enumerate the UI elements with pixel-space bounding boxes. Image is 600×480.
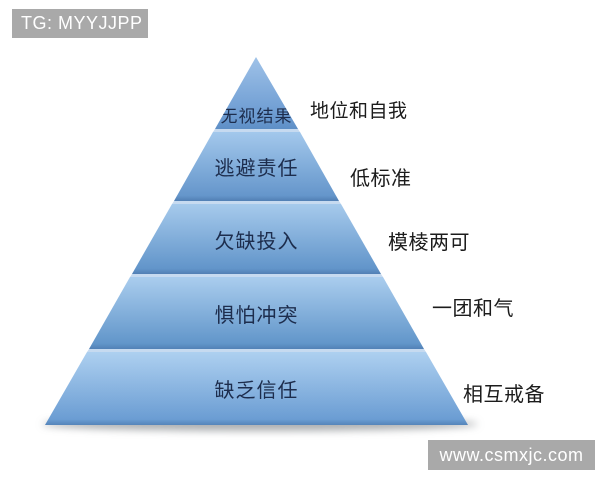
pyramid-level-4-label: 惧怕冲突 [214,304,299,327]
side-label-3: 模棱两可 [388,232,470,254]
pyramid-level-4: 惧怕冲突 [89,277,424,349]
pyramid: 无视结果 逃避责任 欠缺投入 惧怕冲突 缺乏信任 [45,57,468,425]
pyramid-level-5-label: 缺乏信任 [214,380,299,402]
tier-separator-4 [87,349,426,352]
pyramid-level-2-label: 逃避责任 [214,158,299,180]
pyramid-level-3-label: 欠缺投入 [214,230,299,253]
side-label-1: 地位和自我 [310,101,408,122]
tier-separator-3 [130,274,383,277]
side-label-5: 相互戒备 [463,384,545,406]
tier-separator-2 [172,201,341,204]
watermark-top-left: TG: MYYJJPP [12,9,148,38]
pyramid-level-1-label: 无视结果 [220,107,293,126]
watermark-bottom-right: www.csmxjc.com [428,440,595,470]
pyramid-level-5: 缺乏信任 [45,352,468,425]
side-label-4: 一团和气 [432,298,514,320]
tier-separator-1 [213,129,300,132]
side-label-2: 低标准 [350,168,412,190]
pyramid-level-3: 欠缺投入 [132,204,381,274]
